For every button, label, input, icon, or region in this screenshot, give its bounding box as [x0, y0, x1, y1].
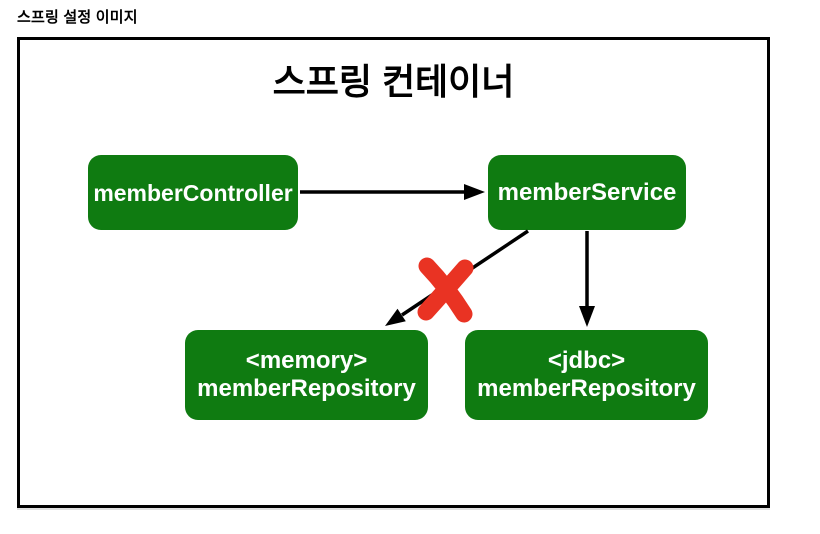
node-member-controller-label: memberController: [93, 179, 293, 206]
node-memory-member-repository-type: <memory>: [245, 347, 368, 374]
spring-container-box: 스프링 컨테이너: [17, 37, 770, 508]
node-member-service: memberService: [488, 155, 686, 230]
node-member-controller: memberController: [88, 155, 298, 230]
node-jdbc-member-repository-label: memberRepository: [477, 375, 696, 402]
container-title: 스프링 컨테이너: [272, 61, 515, 102]
node-jdbc-member-repository: <jdbc> memberRepository: [465, 330, 708, 420]
page-title: 스프링 설정 이미지: [17, 9, 138, 26]
node-memory-member-repository-label: memberRepository: [197, 375, 416, 402]
node-jdbc-member-repository-type: <jdbc>: [547, 347, 626, 374]
node-memory-member-repository: <memory> memberRepository: [185, 330, 428, 420]
node-member-service-label: memberService: [497, 178, 677, 206]
